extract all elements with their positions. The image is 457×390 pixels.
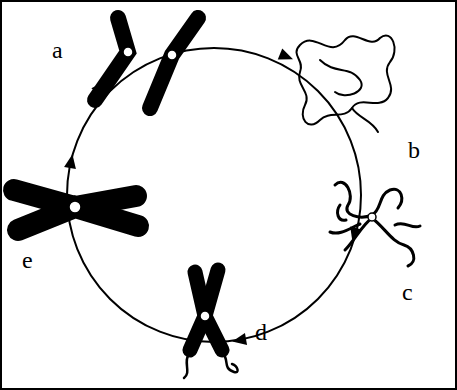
stage-letter: c: [402, 280, 413, 304]
stage-letter: d: [255, 320, 267, 344]
stage-letter: e: [22, 248, 33, 272]
stage-letter: b: [408, 138, 420, 162]
stage-letter: a: [52, 38, 63, 62]
